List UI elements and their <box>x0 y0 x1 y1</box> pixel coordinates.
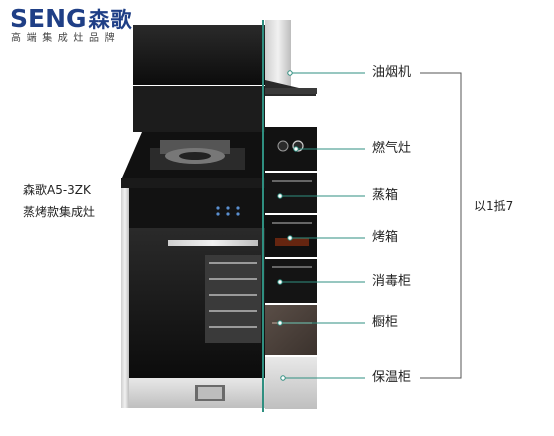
label-warmer: 保温柜 <box>372 370 412 385</box>
label-oven: 烤箱 <box>372 230 399 245</box>
label-gas-stove: 燃气灶 <box>372 141 412 156</box>
product-model: 森歌A5-3ZK <box>23 183 91 197</box>
product-type: 蒸烤款集成灶 <box>23 205 96 219</box>
module-stack <box>265 127 317 409</box>
brand-name-latin: SENG <box>10 4 87 33</box>
summary-bracket <box>420 72 462 379</box>
summary-label: 以1抵7 <box>474 199 514 213</box>
brand-name-chinese: 森歌 <box>88 8 133 32</box>
label-range-hood: 油烟机 <box>372 65 412 80</box>
label-cabinet: 橱柜 <box>372 315 399 330</box>
label-steamer: 蒸箱 <box>372 188 399 203</box>
brand-logo: SENG森歌 <box>10 6 133 33</box>
connector-lines <box>277 70 365 381</box>
cabinet-body-illustration <box>121 188 265 408</box>
range-hood-illustration <box>133 20 317 132</box>
label-sterilizer: 消毒柜 <box>372 274 412 289</box>
brand-tagline: 高端集成灶品牌 <box>11 33 121 44</box>
cooktop-illustration <box>121 132 265 188</box>
